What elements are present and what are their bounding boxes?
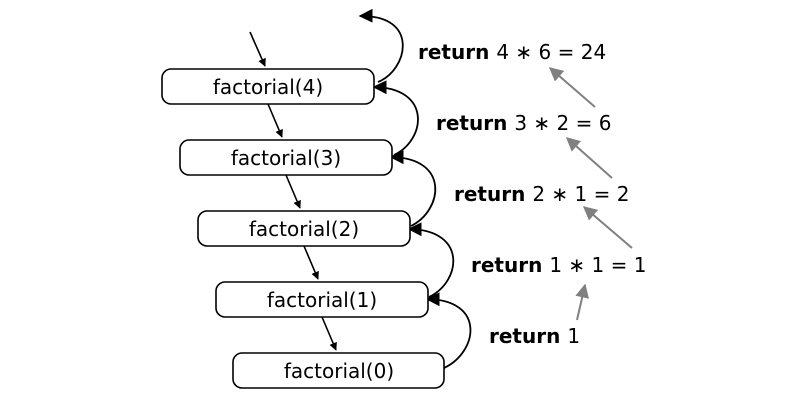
return-expression: 1 bbox=[567, 324, 580, 348]
return-label-factorial-3: return 3 ∗ 2 = 6 bbox=[436, 111, 611, 135]
return-keyword: return bbox=[418, 40, 489, 64]
value-flow-arrow-3 bbox=[565, 137, 613, 179]
return-keyword: return bbox=[454, 182, 525, 206]
entry-call-arrow bbox=[249, 31, 266, 67]
value-flow-arrow-4 bbox=[548, 67, 596, 108]
return-keyword: return bbox=[471, 253, 542, 277]
node-factorial-3: factorial(3) bbox=[179, 139, 393, 176]
value-flow-arrows bbox=[548, 67, 633, 321]
call-arrow-2-to-1 bbox=[303, 245, 319, 280]
node-label: factorial(0) bbox=[284, 359, 394, 383]
node-label: factorial(2) bbox=[249, 217, 359, 241]
return-keyword: return bbox=[489, 324, 560, 348]
node-label: factorial(3) bbox=[231, 146, 341, 170]
return-arrow-0-to-1 bbox=[425, 292, 472, 369]
return-label-factorial-1: return 1 ∗ 1 = 1 bbox=[471, 253, 646, 277]
return-label-factorial-0: return 1 bbox=[489, 324, 580, 348]
value-flow-arrow-2 bbox=[582, 206, 633, 249]
node-label: factorial(4) bbox=[213, 75, 323, 99]
return-arrow-2-to-3 bbox=[389, 150, 437, 227]
node-factorial-4: factorial(4) bbox=[161, 68, 375, 105]
call-arrows bbox=[249, 31, 337, 351]
value-flow-arrow-1 bbox=[575, 283, 590, 321]
call-arrow-4-to-3 bbox=[267, 103, 283, 138]
return-keyword: return bbox=[436, 111, 507, 135]
return-label-factorial-4: return 4 ∗ 6 = 24 bbox=[418, 40, 606, 64]
return-expression: 4 ∗ 6 = 24 bbox=[496, 40, 606, 64]
return-label-factorial-2: return 2 ∗ 1 = 2 bbox=[454, 182, 629, 206]
return-expression: 2 ∗ 1 = 2 bbox=[532, 182, 629, 206]
return-expression: 3 ∗ 2 = 6 bbox=[514, 111, 611, 135]
return-arrow-3-to-4 bbox=[372, 80, 419, 156]
return-expression: 1 ∗ 1 = 1 bbox=[549, 253, 646, 277]
node-factorial-0: factorial(0) bbox=[232, 352, 445, 389]
call-arrow-3-to-2 bbox=[285, 174, 301, 209]
return-arrow-1-to-2 bbox=[407, 222, 455, 298]
node-factorial-1: factorial(1) bbox=[215, 281, 429, 318]
return-arrow-final bbox=[358, 8, 404, 83]
node-factorial-2: factorial(2) bbox=[197, 210, 411, 247]
call-arrow-1-to-0 bbox=[321, 316, 337, 351]
return-arrows bbox=[358, 8, 472, 369]
node-label: factorial(1) bbox=[267, 288, 377, 312]
